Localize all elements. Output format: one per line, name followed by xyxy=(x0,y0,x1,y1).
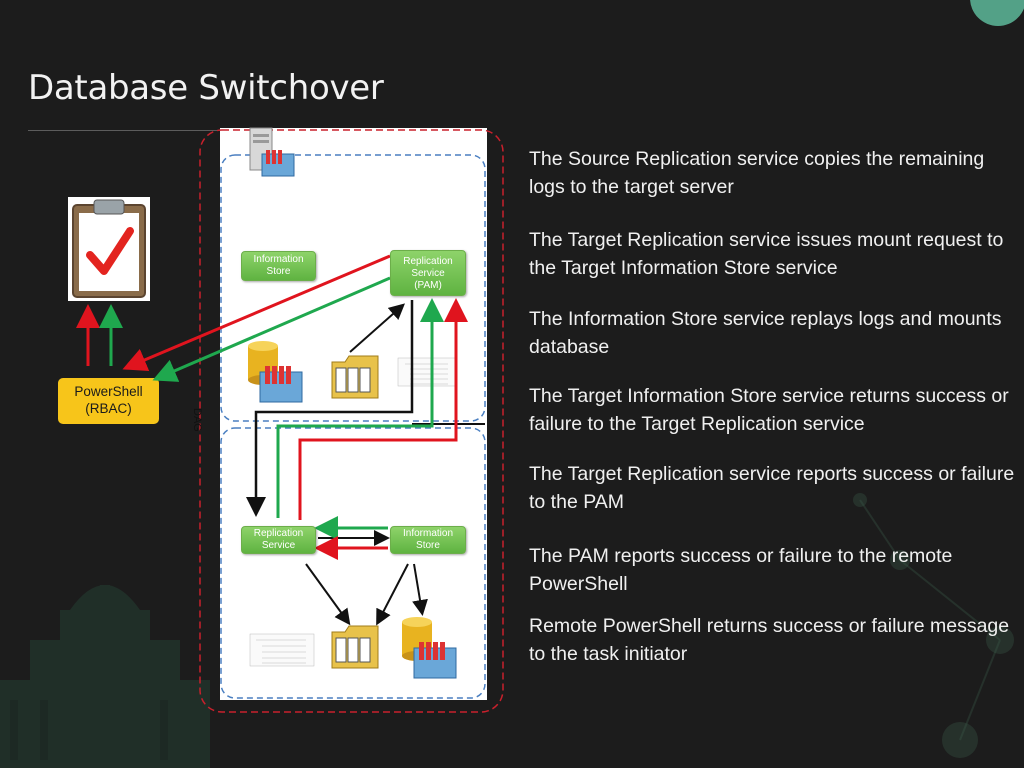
target-info-store-line2: Store xyxy=(416,540,440,551)
server-icon xyxy=(249,127,295,177)
target-registry-list-icon xyxy=(249,633,315,667)
target-server-group xyxy=(220,427,486,699)
store-to-database-black-arrow xyxy=(412,563,428,616)
step-2: The Target Replication service issues mo… xyxy=(529,229,1004,279)
source-replication-line2: Service xyxy=(411,268,445,279)
source-info-store-line2: Store xyxy=(266,266,291,277)
target-replication-to-pam-green-arrow xyxy=(276,298,444,518)
target-replication-line2: Service xyxy=(261,540,296,551)
target-replication-line1: Replication xyxy=(253,528,304,539)
source-replication-line1: Replication xyxy=(403,256,453,267)
powershell-rbac-box: PowerShell (RBAC) xyxy=(58,378,159,424)
pam-to-powershell-green-arrow xyxy=(152,276,391,382)
source-log-folder-icon xyxy=(331,355,379,399)
dag-label: DAG xyxy=(191,408,203,432)
target-replication-service-box: Replication Service xyxy=(241,526,316,554)
source-replication-line3: (PAM) xyxy=(414,280,442,291)
replication-to-logs-black-arrow xyxy=(305,563,351,626)
task-initiator-clipboard xyxy=(68,197,150,301)
pam-to-target-replication-black-arrow xyxy=(246,300,414,517)
rbac-label: (RBAC) xyxy=(85,401,132,416)
store-to-logs-black-arrow xyxy=(376,563,409,626)
source-database-icon xyxy=(248,341,303,403)
step-4: The Target Information Store service ret… xyxy=(529,385,1009,435)
target-info-store-line1: Information xyxy=(402,528,454,539)
source-server-group xyxy=(220,154,486,422)
target-database-icon xyxy=(402,617,457,679)
powershell-label: PowerShell xyxy=(74,384,143,399)
pam-to-powershell-red-arrow xyxy=(122,254,391,372)
source-registry-list-icon xyxy=(397,357,457,387)
source-replication-pam-box: Replication Service (PAM) xyxy=(390,250,466,296)
source-information-store-box: Information Store xyxy=(241,251,316,281)
target-log-folder-icon xyxy=(331,625,379,669)
target-information-store-box: Information Store xyxy=(390,526,466,554)
clipboard-check-icon xyxy=(72,199,146,298)
source-info-store-line1: Information xyxy=(253,254,304,265)
step-7: Remote PowerShell returns success or fai… xyxy=(529,615,1010,665)
diagram-panel xyxy=(220,128,487,700)
logs-to-pam-black-arrow xyxy=(349,303,405,353)
title-divider xyxy=(28,130,348,131)
step-1: The Source Replication service copies th… xyxy=(529,148,985,198)
dag-outline xyxy=(199,129,504,713)
step-3: The Information Store service replays lo… xyxy=(529,308,1002,358)
slide-title: Database Switchover xyxy=(28,68,384,108)
target-replication-to-pam-red-arrow xyxy=(298,298,468,520)
step-6: The PAM reports success or failure to th… xyxy=(529,545,953,595)
step-5: The Target Replication service reports s… xyxy=(529,463,1015,513)
